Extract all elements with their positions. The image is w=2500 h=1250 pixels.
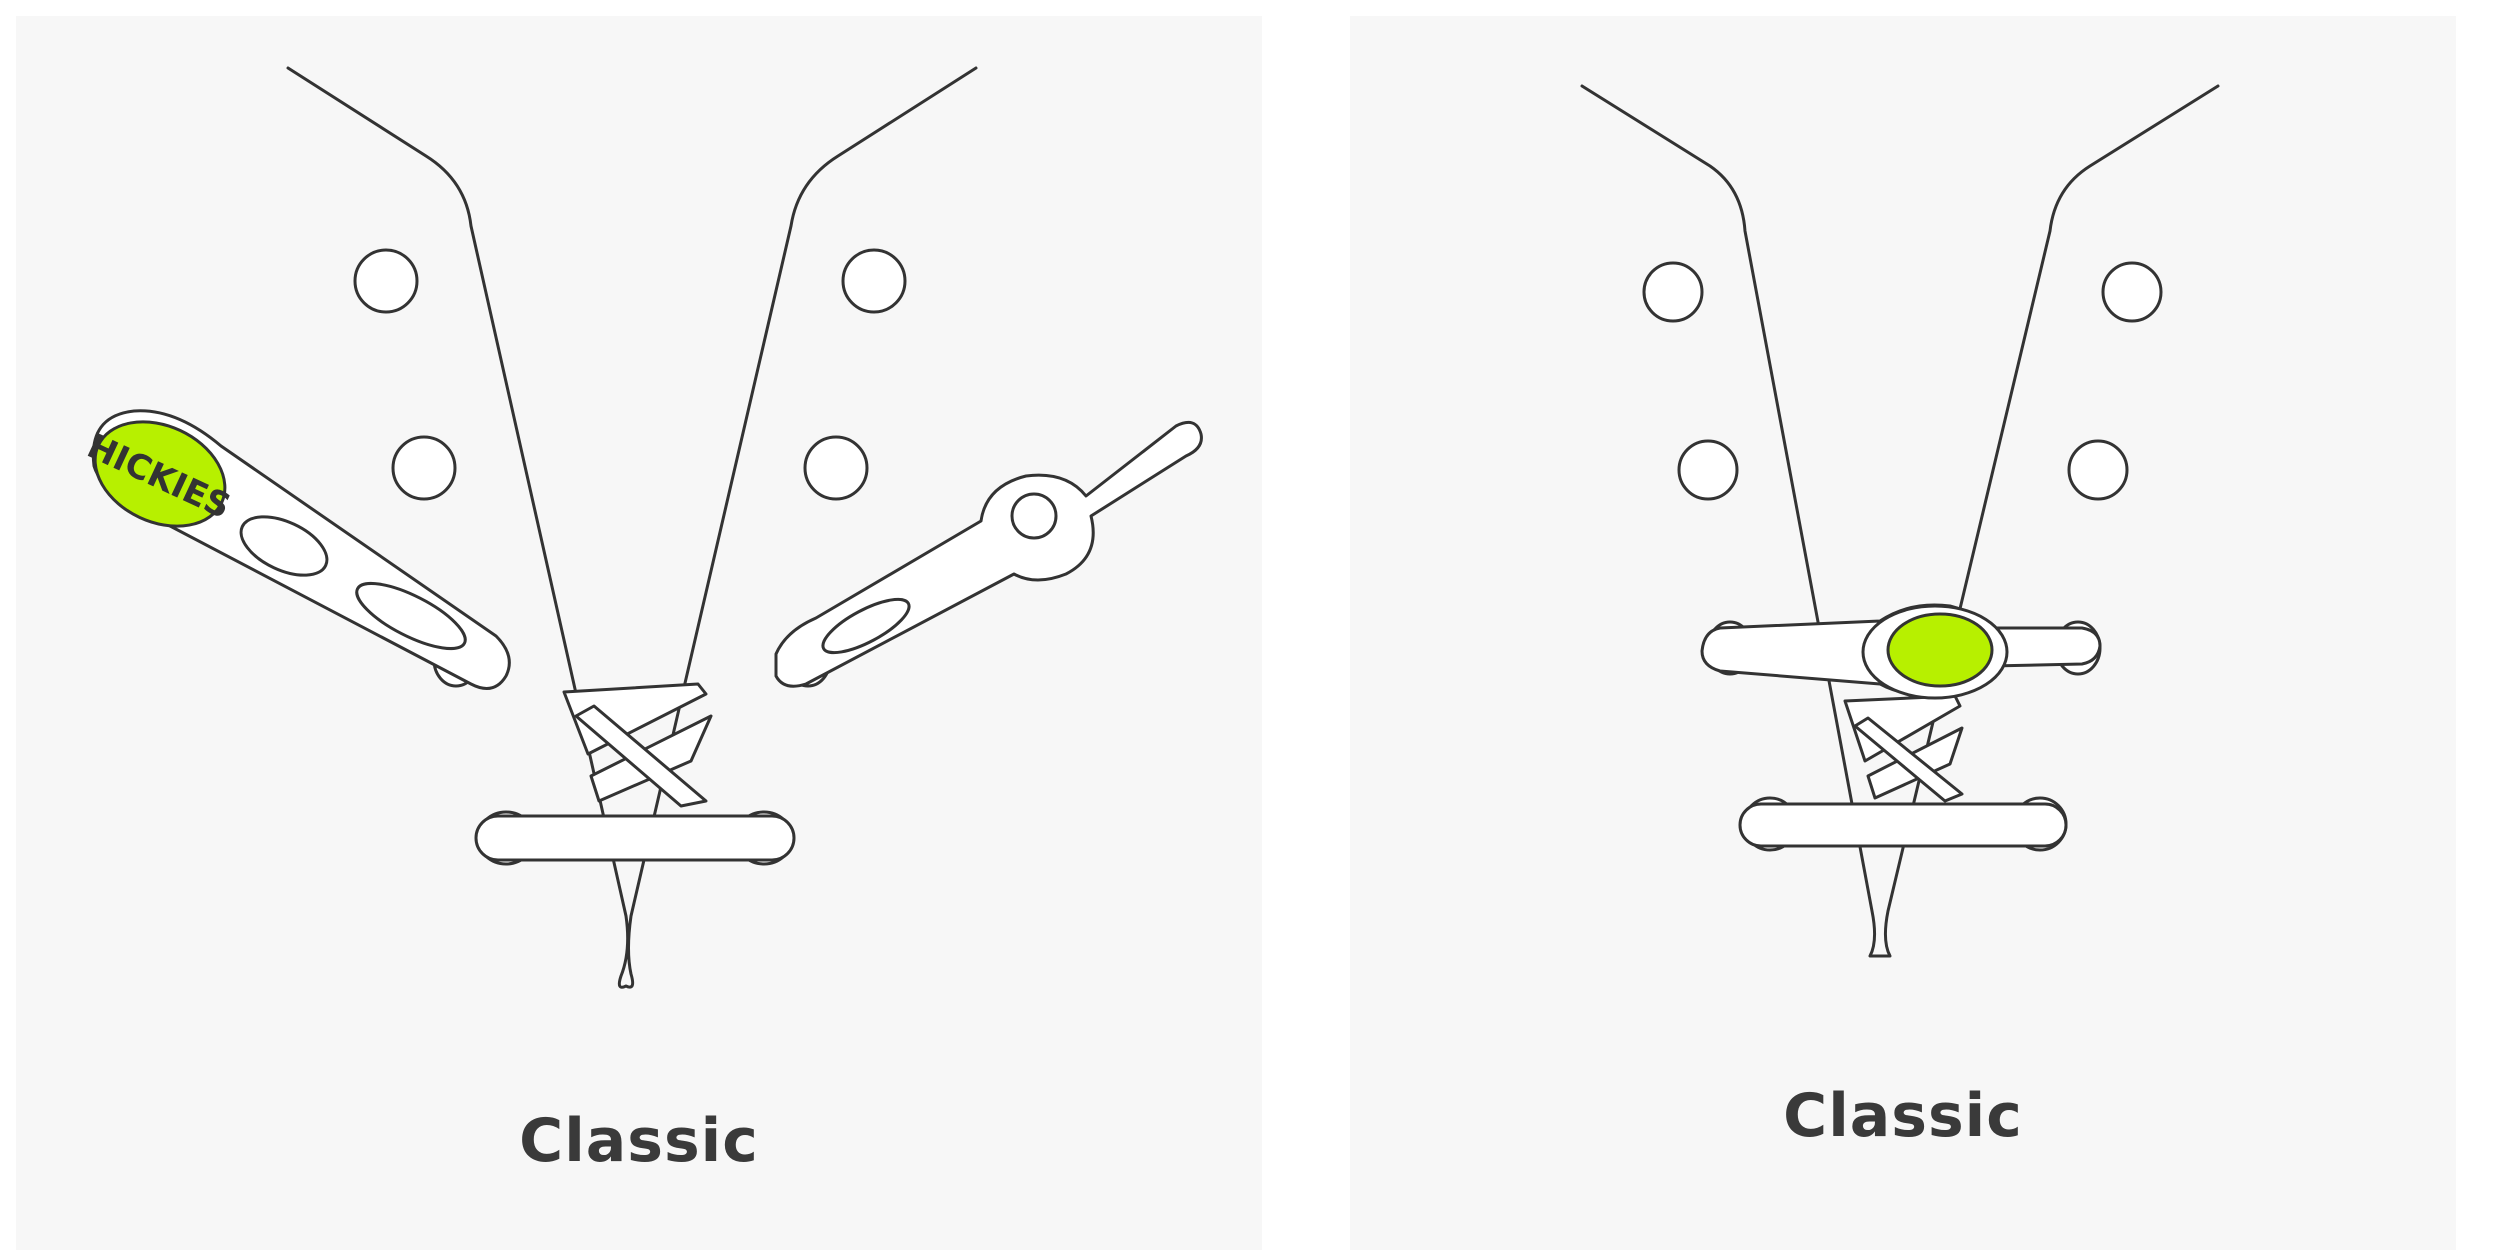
bar-lace-icon: [1738, 796, 2068, 852]
bar-lace-icon: [474, 810, 796, 866]
panel-caption: Classic: [519, 1106, 759, 1176]
crossed-lace-icon: [562, 682, 713, 808]
shoe-tongue-icon: [1580, 84, 2220, 958]
illustration-panel-open: HICKIES Classic: [16, 16, 1262, 1250]
hickies-lace-closed-icon: [1700, 603, 2102, 700]
hickies-lace-open-icon: HICKIES: [81, 409, 511, 690]
crossed-lace-icon: [1843, 694, 1964, 803]
shoe-laces-open-illustration: HICKIES: [81, 66, 1203, 989]
illustration-panel-closed: Classic: [1350, 16, 2456, 1250]
shoe-laces-closed-illustration: [1580, 84, 2220, 958]
panel-caption: Classic: [1783, 1081, 2023, 1151]
shoe-tongue-icon: [286, 66, 978, 989]
hickies-lace-open-icon: [774, 420, 1203, 688]
